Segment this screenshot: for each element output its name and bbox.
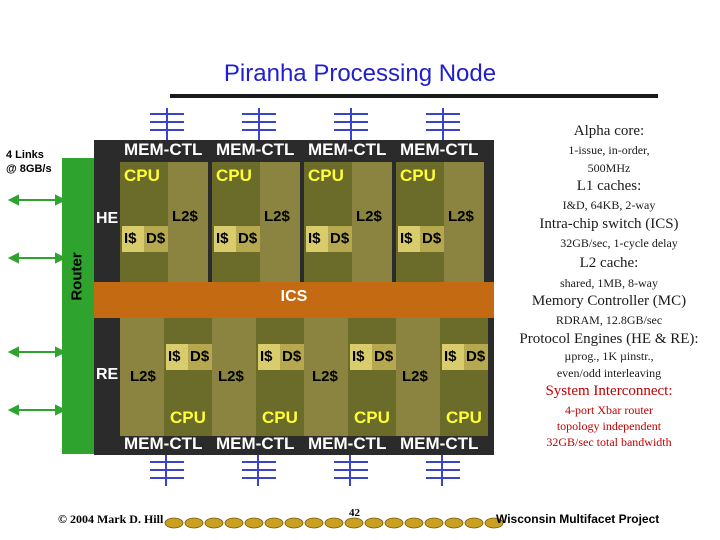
note-l2: L2 cache: [579,255,639,271]
bottom-dcache-3: D$ [466,348,486,365]
bottom-l2-3: L2$ [402,368,428,385]
bottom-icache-1: I$ [260,348,273,365]
note-memctl-detail: RDRAM, 12.8GB/sec [555,313,663,327]
note-pe-detail2: even/odd interleaving [556,366,662,380]
top-memctl-3: MEM-CTL [400,140,479,159]
bottom-dcache-1: D$ [282,348,302,365]
footer-page-number: 42 [349,507,360,519]
ics-bar [94,282,494,318]
top-memctl-0: MEM-CTL [124,140,203,159]
bottom-icache-2: I$ [352,348,365,365]
bottom-memctl-3: MEM-CTL [400,434,479,453]
bottom-cpu-1: CPU [262,408,298,427]
top-dcache-2: D$ [330,230,350,247]
bottom-dcache-2: D$ [374,348,394,365]
note-l2-detail: shared, 1MB, 8-way [560,276,658,290]
note-system-interconnect: System Interconnect: [545,383,673,399]
top-dcache-1: D$ [238,230,258,247]
top-memctl-2: MEM-CTL [308,140,387,159]
bottom-memctl-1: MEM-CTL [216,434,295,453]
footer-decoration [164,517,504,529]
note-si-detail2: topology independent [556,419,662,433]
bottom-l2-0: L2$ [130,368,156,385]
he-label: HE [96,210,119,227]
link-arrows [7,194,67,416]
note-si-detail1: 4-port Xbar router [565,403,653,417]
footer-project: Wisconsin Multifacet Project [496,512,660,526]
top-dcache-0: D$ [146,230,166,247]
top-l2-0: L2$ [172,208,198,225]
top-l2-3: L2$ [448,208,474,225]
note-ics: Intra-chip switch (ICS) [539,216,679,232]
bottom-memctl-0: MEM-CTL [124,434,203,453]
top-cpu-3: CPU [400,166,436,185]
note-protocol-engines: Protocol Engines (HE & RE): [519,331,699,347]
note-l1-detail: I&D, 64KB, 2-way [562,198,656,212]
note-pe-detail1: µprog., 1K µinstr., [564,349,654,363]
router-bar [62,158,94,454]
title-rule [170,94,658,98]
ics-label: ICS [280,288,308,305]
top-l2-1: L2$ [264,208,290,225]
bottom-cpu-2: CPU [354,408,390,427]
top-icache-2: I$ [308,230,321,247]
bottom-cpu-3: CPU [446,408,482,427]
bottom-memctl-2: MEM-CTL [308,434,387,453]
note-alpha-detail1: 1-issue, in-order, [568,143,650,157]
top-icache-3: I$ [400,230,413,247]
bottom-l2-2: L2$ [312,368,338,385]
top-icache-0: I$ [124,230,137,247]
bottom-icache-0: I$ [168,348,181,365]
top-cpu-1: CPU [216,166,252,185]
note-si-detail3: 32GB/sec total bandwidth [546,435,672,449]
top-icache-1: I$ [216,230,229,247]
note-memctl: Memory Controller (MC) [531,293,687,309]
bottom-dcache-0: D$ [190,348,210,365]
bottom-l2-1: L2$ [218,368,244,385]
top-memctl-1: MEM-CTL [216,140,295,159]
top-cpu-2: CPU [308,166,344,185]
top-dcache-3: D$ [422,230,442,247]
note-alpha-core: Alpha core: [573,123,645,139]
footer-copyright: © 2004 Mark D. Hill [58,512,164,526]
note-ics-detail: 32GB/sec, 1-cycle delay [560,236,678,250]
bottom-cpu-0: CPU [170,408,206,427]
top-cpu-0: CPU [124,166,160,185]
note-alpha-detail2: 500MHz [587,161,631,175]
bottom-icache-3: I$ [444,348,457,365]
links-label: 4 Links @ 8GB/s [6,149,52,175]
note-l1: L1 caches: [576,178,642,194]
re-label: RE [96,366,119,383]
top-l2-2: L2$ [356,208,382,225]
page-title: Piranha Processing Node [223,60,497,87]
